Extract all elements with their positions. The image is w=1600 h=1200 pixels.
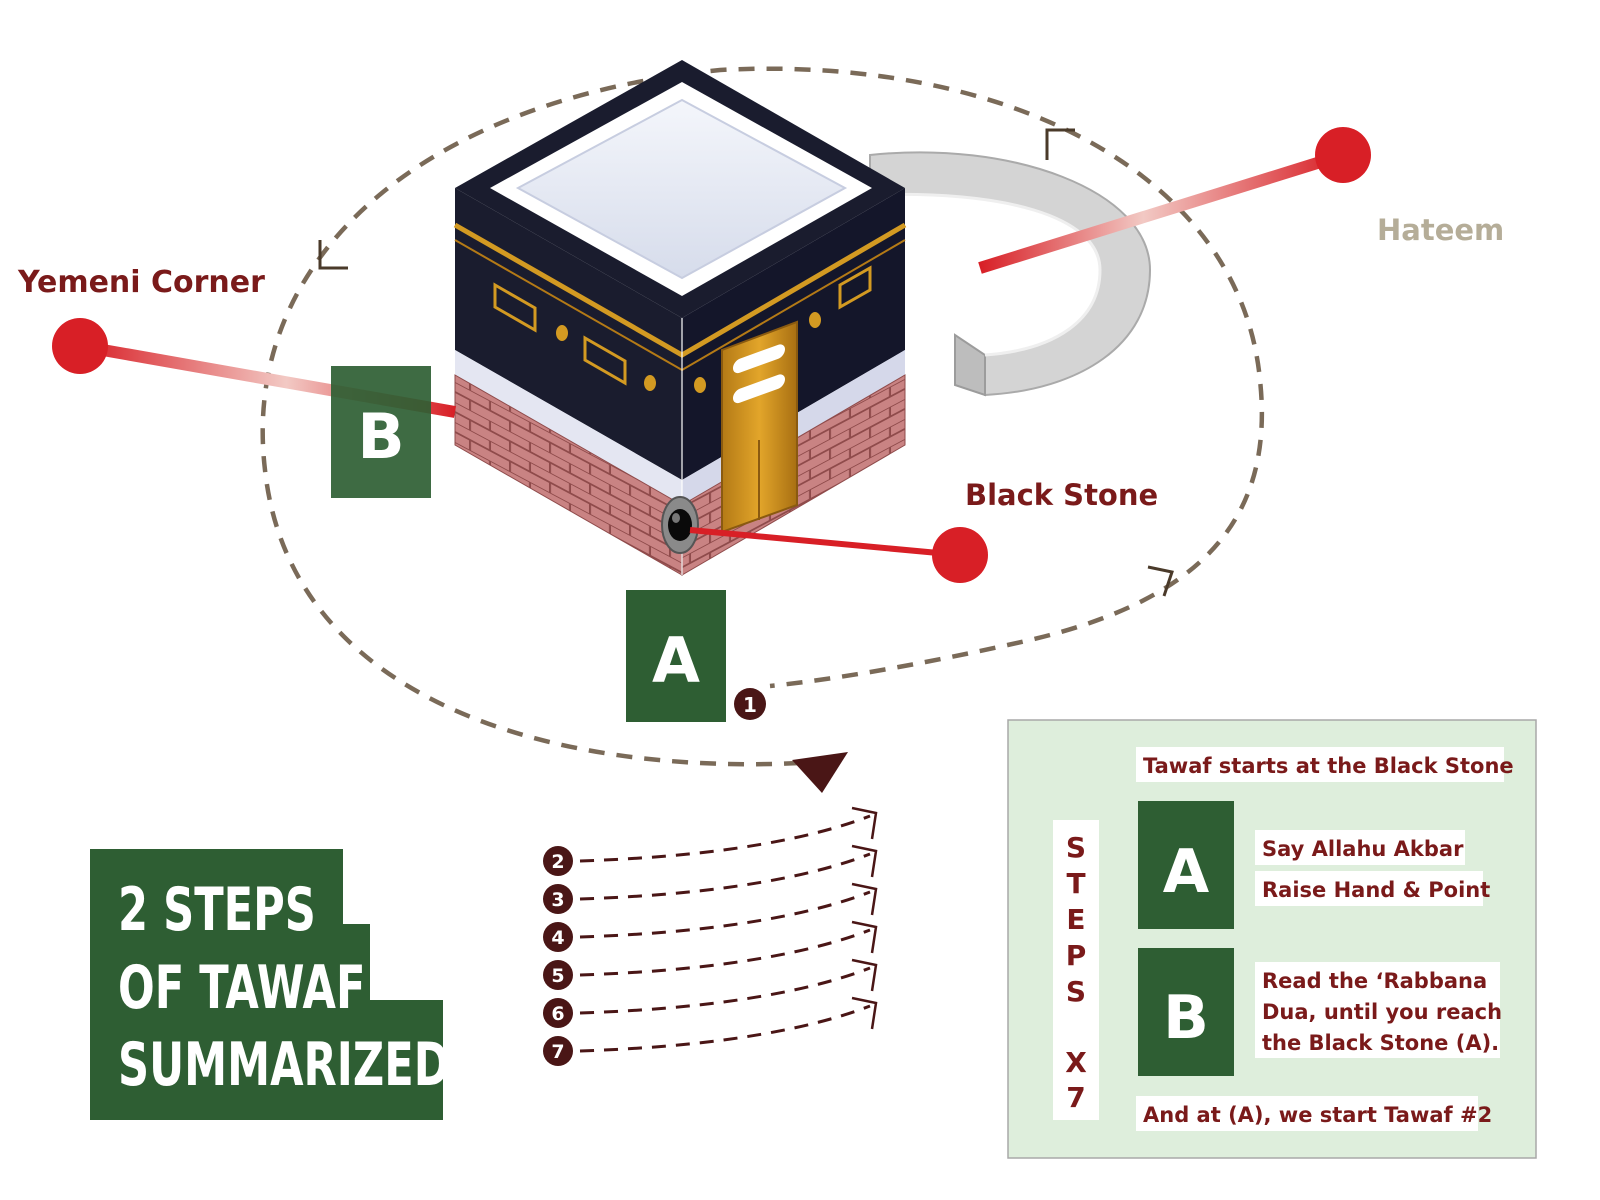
panel-step-b-line-3: the Black Stone (A). (1262, 1031, 1499, 1055)
path-direction-arrows (318, 128, 1174, 597)
round-badge-circle (543, 922, 573, 952)
title-line-3: SUMMARIZED (118, 1030, 450, 1100)
steps-letter: X (1065, 1046, 1087, 1079)
svg-text:1: 1 (743, 693, 757, 717)
black-stone-label: Black Stone (965, 478, 1158, 512)
title-block: 2 STEPS OF TAWAF SUMMARIZED (90, 849, 450, 1120)
yemeni-corner-label: Yemeni Corner (17, 265, 265, 300)
round-badge-circle (543, 960, 573, 990)
marker-b: B (331, 366, 431, 498)
round-dashed-arrow (579, 890, 871, 939)
round-badge-circle (543, 846, 573, 876)
round-row-7: 7 (543, 996, 878, 1066)
pointer-hateem (978, 127, 1371, 274)
round-badge-circle (543, 1036, 573, 1066)
round-row-4: 4 (543, 882, 878, 952)
round-arrowhead-icon (851, 996, 878, 1030)
black-stone-icon (661, 496, 699, 554)
pointer-black-stone (689, 527, 988, 583)
summary-panel: Tawaf starts at the Black Stone S T E P … (1007, 719, 1537, 1159)
arrow-chevron-bottom-right (1147, 565, 1174, 597)
round-number: 2 (551, 851, 564, 873)
title-line-2: OF TAWAF (118, 953, 365, 1023)
marker-b-letter: B (357, 400, 404, 473)
panel-end-note: And at (A), we start Tawaf #2 (1143, 1103, 1492, 1127)
round-dashed-arrow (579, 1004, 871, 1053)
round-arrowhead-icon (851, 882, 878, 916)
round-dashed-arrow (579, 852, 871, 901)
rounds-list: 2 3 4 5 6 7 (543, 806, 878, 1066)
round-row-6: 6 (543, 958, 878, 1028)
round-row-2: 2 (543, 806, 878, 876)
round-badge-circle (543, 998, 573, 1028)
panel-step-a-line-1: Say Allahu Akbar (1262, 837, 1464, 861)
hateem-label: Hateem (1377, 213, 1504, 247)
tawaf-path (260, 66, 1265, 767)
panel-step-a-line-2: Raise Hand & Point (1262, 878, 1490, 902)
round-badge-1: 1 (734, 688, 766, 720)
steps-letter: S (1066, 831, 1086, 864)
round-number: 5 (551, 965, 564, 987)
round-row-3: 3 (543, 844, 878, 914)
round-number: 3 (551, 889, 564, 911)
panel-step-b-box (1138, 948, 1234, 1076)
round-row-5: 5 (543, 920, 878, 990)
kaaba (453, 60, 907, 576)
round-dashed-arrow (579, 966, 871, 1015)
round-number: 4 (551, 927, 564, 949)
hateem-wall (869, 151, 1152, 397)
kaaba-door (721, 320, 798, 534)
round-arrowhead-icon (851, 844, 878, 878)
path-arrowhead-icon (792, 752, 848, 793)
marker-a-letter: A (652, 624, 700, 697)
steps-letter: 7 (1066, 1081, 1085, 1114)
panel-start-note: Tawaf starts at the Black Stone (1143, 754, 1514, 778)
steps-letter: T (1066, 867, 1085, 900)
round-number: 6 (551, 1003, 564, 1025)
panel-step-a-letter: A (1163, 837, 1210, 907)
steps-letter: P (1066, 939, 1087, 972)
panel-step-a-box (1138, 801, 1234, 929)
steps-letter: S (1066, 975, 1086, 1008)
round-arrowhead-icon (851, 920, 878, 954)
steps-x7-vertical: S T E P S X 7 (1065, 831, 1087, 1114)
title-line-1: 2 STEPS (118, 875, 316, 945)
marker-a: A (626, 590, 726, 722)
round-number: 7 (551, 1041, 564, 1063)
panel-step-b-line-2: Dua, until you reach (1262, 1000, 1502, 1024)
round-dashed-arrow (579, 814, 871, 863)
round-dashed-arrow (579, 928, 871, 977)
round-arrowhead-icon (851, 958, 878, 992)
round-badge-circle (543, 884, 573, 914)
panel-step-b-line-1: Read the ‘Rabbana (1262, 969, 1487, 993)
round-arrowhead-icon (851, 806, 878, 840)
steps-letter: E (1066, 903, 1085, 936)
arrow-chevron-left (318, 240, 348, 270)
panel-step-b-letter: B (1163, 983, 1209, 1053)
arrow-chevron-top-right (1045, 128, 1075, 160)
